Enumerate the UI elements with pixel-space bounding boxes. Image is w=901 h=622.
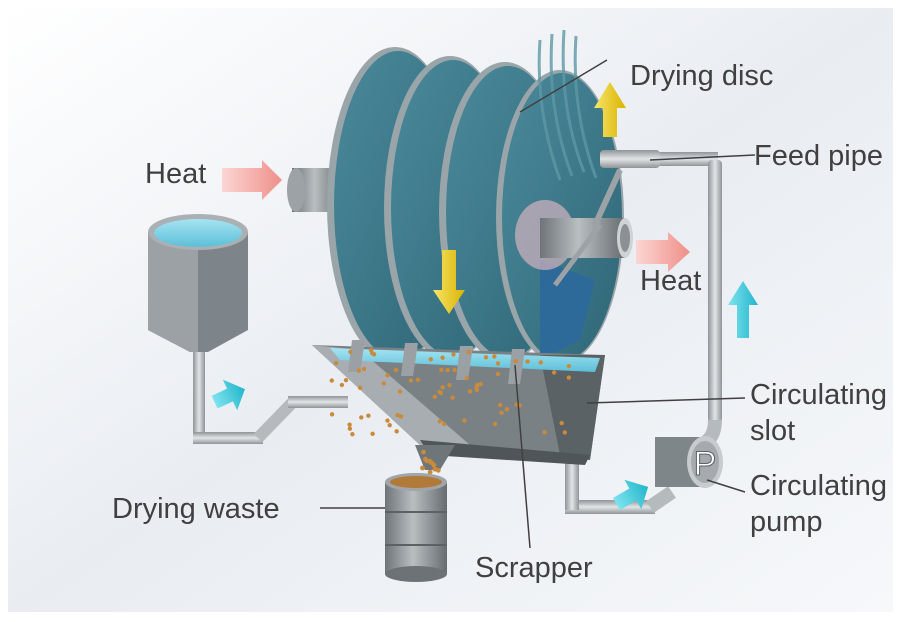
label-circulating-pump-2: pump xyxy=(750,506,823,538)
waste-particle xyxy=(495,371,501,377)
waste-particle xyxy=(467,389,473,394)
waste-particle xyxy=(498,402,503,408)
waste-particle xyxy=(483,355,489,360)
waste-particle xyxy=(397,389,403,394)
waste-particle xyxy=(495,361,501,366)
waste-particle xyxy=(445,367,450,373)
label-circulating-pump-1: Circulating xyxy=(750,470,887,502)
piping xyxy=(193,152,722,514)
pump-icon xyxy=(655,436,723,488)
heat-arrow-icon xyxy=(222,160,282,200)
waste-particle xyxy=(542,430,547,435)
waste-particle xyxy=(525,359,530,364)
waste-particle xyxy=(370,431,375,436)
flow-arrow-icon xyxy=(728,281,758,338)
waste-particle xyxy=(566,363,572,369)
waste-particle xyxy=(437,419,442,424)
flow-arrow-icon xyxy=(211,379,245,411)
pump-letter: P xyxy=(694,445,717,483)
falling-particle xyxy=(423,456,428,462)
waste-particle xyxy=(398,414,404,419)
right-shaft xyxy=(515,150,660,287)
waste-particle xyxy=(333,360,339,366)
leader-lines xyxy=(320,59,756,549)
falling-particle xyxy=(421,449,426,455)
rotation-arrow-icon xyxy=(594,82,626,137)
falling-particle xyxy=(427,469,433,475)
waste-particle xyxy=(361,366,367,372)
falling-particle xyxy=(435,467,441,473)
waste-particle xyxy=(385,373,390,378)
waste-particle xyxy=(440,385,445,390)
waste-particle xyxy=(347,422,352,427)
waste-particle xyxy=(329,378,334,383)
waste-particle xyxy=(474,387,480,393)
waste-particle xyxy=(462,418,467,423)
waste-particle xyxy=(441,421,447,427)
waste-particle xyxy=(394,429,399,434)
label-circulating-slot-2: slot xyxy=(750,415,796,447)
waste-particle xyxy=(559,420,564,426)
waste-particle xyxy=(478,381,483,387)
waste-particle xyxy=(464,375,469,381)
waste-particle xyxy=(562,430,567,435)
waste-particle xyxy=(359,415,364,420)
circulating-trough xyxy=(312,340,605,470)
label-scrapper: Scrapper xyxy=(475,552,593,584)
falling-particle xyxy=(431,462,437,468)
waste-particle xyxy=(451,352,456,357)
label-feed-pipe: Feed pipe xyxy=(754,140,883,172)
waste-particle xyxy=(466,349,471,355)
waste-particle xyxy=(358,385,363,390)
waste-particle xyxy=(381,381,386,386)
waste-particle xyxy=(393,367,399,373)
waste-particle xyxy=(387,423,392,428)
waste-particle xyxy=(504,407,509,412)
heat-arrow-icon xyxy=(636,232,690,272)
label-heat-in: Heat xyxy=(145,158,207,190)
waste-particle xyxy=(566,375,571,380)
waste-particle xyxy=(428,357,433,362)
waste-particle xyxy=(447,383,452,388)
falling-particle xyxy=(420,465,425,471)
rotation-arrow-icon xyxy=(433,250,465,314)
waste-particles xyxy=(329,347,572,481)
waste-particle xyxy=(439,367,444,372)
waste-particle xyxy=(356,368,362,373)
waste-particle xyxy=(368,347,374,353)
waste-particle xyxy=(350,432,355,437)
label-drying-waste: Drying waste xyxy=(112,493,280,525)
waste-particle xyxy=(513,359,518,364)
label-heat-out: Heat xyxy=(640,265,702,297)
feed-hopper xyxy=(148,214,248,352)
waste-particle xyxy=(408,378,414,383)
waste-particle xyxy=(437,389,442,395)
waste-particle xyxy=(385,418,390,423)
waste-barrel xyxy=(385,473,447,582)
waste-particle xyxy=(450,395,455,400)
drying-discs xyxy=(327,29,624,364)
waste-particle xyxy=(329,412,335,417)
waste-particle xyxy=(492,421,498,427)
label-drying-disc: Drying disc xyxy=(630,60,774,92)
label-circulating-slot-1: Circulating xyxy=(750,379,887,411)
waste-particle xyxy=(440,355,445,360)
waste-particle xyxy=(452,367,457,373)
waste-particle xyxy=(347,426,353,431)
flow-arrow-icon xyxy=(612,479,649,511)
waste-particle xyxy=(538,360,543,365)
waste-particle xyxy=(339,382,345,388)
waste-particle xyxy=(492,354,497,359)
waste-particle xyxy=(499,410,504,415)
waste-particle xyxy=(395,413,400,418)
waste-particle xyxy=(551,370,557,375)
waste-particle xyxy=(343,378,349,383)
waste-particle xyxy=(348,349,353,354)
waste-particle xyxy=(366,413,371,418)
waste-particle xyxy=(432,394,437,399)
waste-particle xyxy=(415,377,421,382)
scraper-blade xyxy=(540,260,595,360)
